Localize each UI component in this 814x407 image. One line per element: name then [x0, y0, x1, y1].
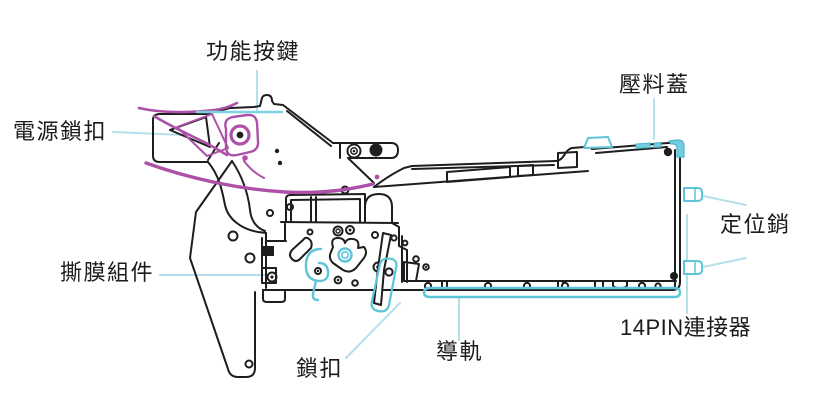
body-top-inner [595, 146, 668, 154]
press-cover-highlight [583, 136, 613, 149]
lock-buckle-highlight [370, 257, 398, 313]
handle-top-outline [205, 94, 334, 144]
cam-cutout [328, 237, 367, 273]
neck-right [231, 160, 266, 232]
mechanism-foot [262, 289, 286, 303]
mechanism-left-edge [261, 232, 267, 289]
handle-box [152, 113, 209, 163]
lever-pin [242, 155, 248, 161]
film-peel-highlight [304, 247, 353, 302]
mechanism-arch [364, 193, 393, 223]
cyan-highlights [195, 110, 703, 313]
label-press-cover: 壓料蓋 [619, 72, 690, 97]
mechanism-cover [265, 193, 399, 242]
lever-pivot-ring [229, 124, 251, 146]
press-cover-corner [668, 139, 685, 158]
leader-positioning-pin-top [702, 195, 747, 206]
leader-positioning-pin-bottom [702, 257, 747, 268]
lever-link [243, 160, 265, 179]
plate-hole [244, 252, 256, 264]
kidney-slot [289, 236, 313, 262]
tape-lane-top [373, 160, 557, 188]
handle-slope-inner-line [286, 110, 332, 147]
mechanism-bracket [403, 261, 420, 282]
label-lock-buckle: 鎖扣 [296, 356, 344, 381]
plate-hole [227, 230, 239, 242]
arm-pivot-ring [346, 143, 362, 159]
label-function-button: 功能按鍵 [206, 39, 301, 64]
plate-hole [244, 359, 254, 369]
lever-inner-plate [176, 113, 229, 157]
lever-boss [224, 113, 260, 157]
support-plate [189, 160, 256, 378]
arm-roller [369, 143, 383, 157]
neck-left [207, 161, 267, 234]
leader-lock-buckle [345, 302, 401, 359]
leader-power-lock [112, 131, 184, 136]
power-lock-highlight [137, 101, 380, 195]
positioning-pin-top [683, 187, 703, 202]
label-film-peel-module: 撕膜組件 [60, 260, 155, 285]
positioning-pin-bottom [683, 260, 703, 275]
pivot-arm [332, 142, 399, 184]
label-pin14-connector: 14PIN連接器 [620, 315, 752, 340]
lever-top-curve [137, 101, 239, 114]
feeder-linework [152, 94, 681, 378]
label-power-lock: 電源鎖扣 [13, 119, 108, 144]
label-guide-rail: 導軌 [436, 339, 484, 364]
lever-swoosh [144, 161, 375, 195]
body-right-edge [671, 149, 681, 291]
label-positioning-pin: 定位銷 [720, 212, 791, 237]
guide-rail-highlight [422, 286, 682, 299]
lever-lower-edge [152, 114, 229, 157]
lock-lever [373, 232, 392, 306]
